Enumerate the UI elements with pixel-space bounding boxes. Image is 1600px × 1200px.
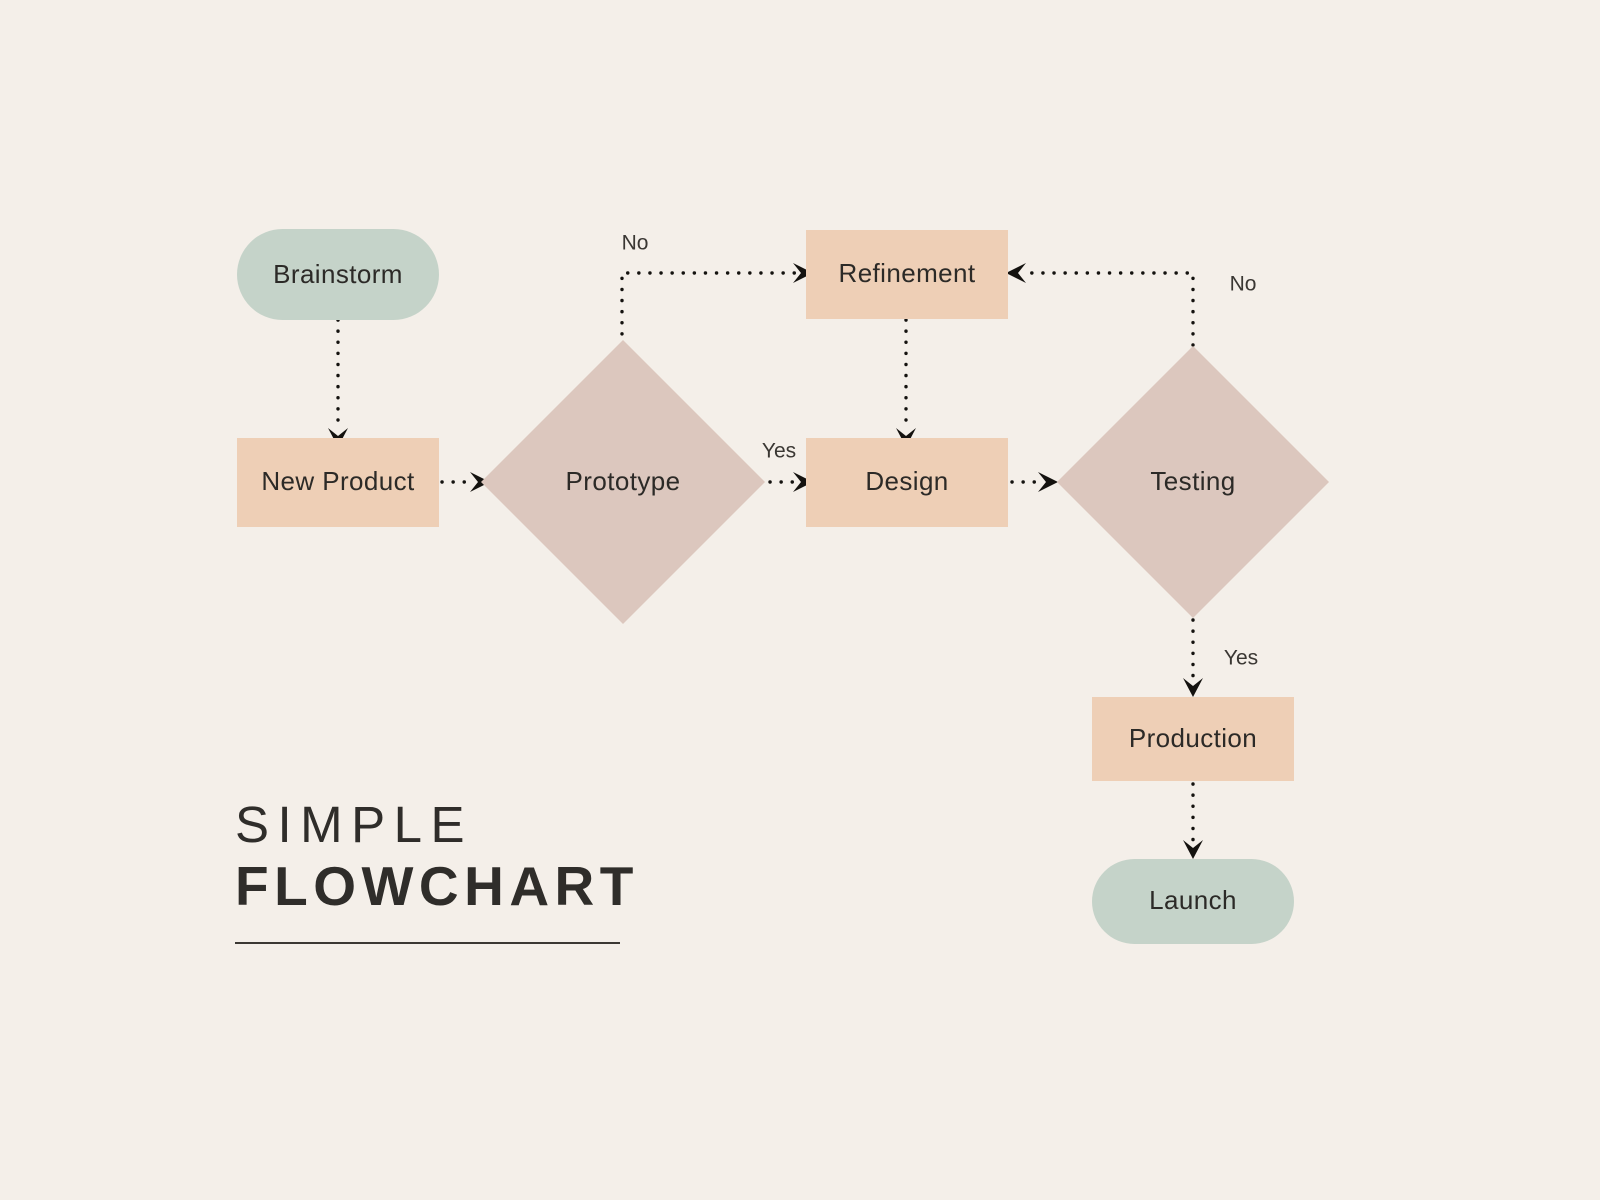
title-line-simple: SIMPLE [235, 796, 474, 853]
node-launch[interactable]: Launch [1092, 859, 1294, 944]
node-refinement[interactable]: Refinement [806, 230, 1008, 319]
testing-label: Testing [1150, 466, 1235, 496]
arrowhead-brainstorm-new-product [328, 428, 348, 447]
arrowhead-prototype-design-yes [793, 472, 813, 492]
launch-shape[interactable] [1092, 859, 1294, 944]
connector-prototype-refinement-no [620, 271, 797, 347]
node-testing[interactable]: Testing [1057, 346, 1329, 618]
edge-label-yes-prototype: Yes [762, 440, 796, 463]
arrowhead-refinement-design [896, 428, 916, 447]
refinement-shape[interactable] [806, 230, 1008, 319]
refinement-label: Refinement [839, 258, 976, 288]
title-line-flowchart: FLOWCHART [235, 855, 639, 918]
edge-label-no-prototype: No [622, 232, 649, 255]
arrowhead-prototype-refinement-no [793, 263, 813, 283]
title-underline-rule [235, 942, 620, 945]
testing-shape[interactable] [1057, 346, 1329, 618]
node-design[interactable]: Design [806, 438, 1008, 527]
new-product-shape[interactable] [237, 438, 439, 527]
arrowhead-testing-refinement-no [1006, 263, 1026, 283]
production-label: Production [1129, 723, 1257, 753]
new-product-label: New Product [261, 466, 415, 496]
node-brainstorm[interactable]: Brainstorm [237, 229, 439, 320]
node-new-product[interactable]: New Product [237, 438, 439, 527]
prototype-shape[interactable] [481, 340, 765, 624]
node-prototype[interactable]: Prototype [481, 340, 765, 624]
launch-label: Launch [1149, 885, 1237, 915]
brainstorm-label: Brainstorm [273, 259, 403, 289]
arrowhead-testing-production-yes [1183, 678, 1203, 697]
production-shape[interactable] [1092, 697, 1294, 781]
arrowhead-production-launch [1183, 840, 1203, 859]
arrowhead-new-product-prototype [470, 472, 490, 492]
design-shape[interactable] [806, 438, 1008, 527]
edge-label-layer: No Yes No Yes [622, 232, 1259, 670]
prototype-label: Prototype [566, 466, 681, 496]
edge-label-no-testing: No [1230, 273, 1257, 296]
edge-label-yes-testing: Yes [1224, 647, 1258, 670]
arrowhead-design-testing [1038, 472, 1058, 492]
design-label: Design [865, 466, 948, 496]
connector-layer [328, 263, 1203, 859]
brainstorm-shape[interactable] [237, 229, 439, 320]
title-block: SIMPLE FLOWCHART [235, 795, 755, 945]
connector-testing-refinement-no [1022, 271, 1195, 347]
node-production[interactable]: Production [1092, 697, 1294, 781]
